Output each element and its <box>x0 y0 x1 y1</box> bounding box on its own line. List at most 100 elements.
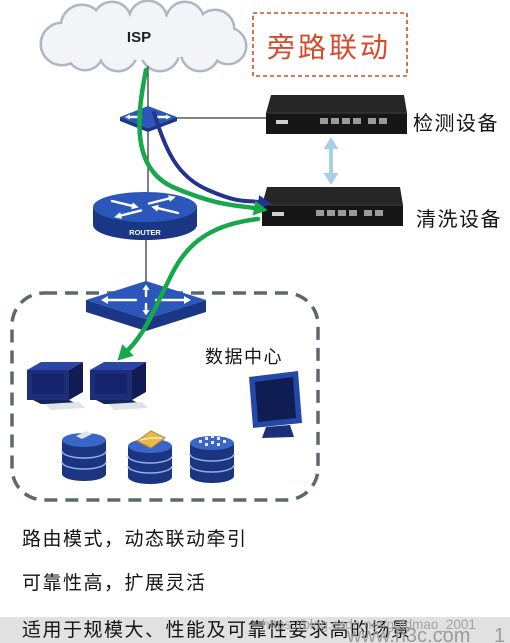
reinjected-traffic-path <box>125 216 261 353</box>
device-port <box>342 118 350 124</box>
router-icon: ROUTER <box>93 192 197 240</box>
device-port <box>331 118 339 124</box>
feature-item: 适用于规模大、性能及可靠性要求高的场景 <box>22 619 412 641</box>
cleaning-device-top <box>262 187 403 205</box>
router-arrowhead <box>131 202 139 210</box>
database-icon <box>189 435 235 483</box>
router-arrow-out-left <box>119 209 143 217</box>
device-port <box>320 118 328 124</box>
cloud-core <box>76 16 216 60</box>
splitter-arrowhead-right <box>166 114 171 120</box>
splitter-arrowhead-left <box>125 114 130 120</box>
device-port <box>327 210 335 216</box>
footer-band <box>0 617 510 643</box>
reinjected-traffic-arrow <box>117 216 261 361</box>
inbound-traffic-arrow <box>137 67 268 216</box>
device-port <box>379 118 387 124</box>
database-bottom <box>62 467 106 481</box>
splitter-side-right <box>148 117 177 132</box>
workstation-top <box>90 362 146 370</box>
switch-arrowhead <box>142 310 150 316</box>
page-number: 1 <box>494 625 505 643</box>
switch-arrowhead <box>184 296 191 304</box>
cleaning-device-logo <box>272 212 284 216</box>
splitter-top <box>120 106 177 128</box>
detection-device-label: 检测设备 <box>413 111 499 135</box>
switch-arrowhead <box>142 284 150 290</box>
workstation-screen <box>95 374 127 394</box>
node-dot <box>205 443 208 446</box>
switch-side-right <box>146 300 206 331</box>
database-icon <box>127 430 173 484</box>
workstation-screen <box>32 374 64 394</box>
database-band <box>189 464 235 473</box>
site-watermark: www.h3c.com <box>346 625 470 643</box>
node-dot <box>223 440 226 443</box>
isp-cloud: ISP <box>39 0 248 73</box>
detection-device <box>266 95 407 134</box>
node-dot <box>205 437 208 440</box>
inbound-traffic-arrowhead <box>252 200 268 216</box>
database-node-dots <box>199 435 226 446</box>
device-port <box>375 210 383 216</box>
device-port <box>368 118 376 124</box>
router-arrowhead <box>168 195 176 202</box>
database-tab <box>76 431 92 439</box>
device-port <box>353 118 361 124</box>
detection-device-ports <box>320 118 387 124</box>
splitter-switch-icon <box>120 106 177 132</box>
cloud-fill <box>42 2 245 70</box>
workstation-icon <box>27 362 85 410</box>
database-top <box>62 433 106 447</box>
workstation-icon <box>90 362 148 410</box>
workstation-side <box>132 362 146 400</box>
sync-arrowhead-down <box>323 173 339 185</box>
database-bottom <box>190 469 234 483</box>
cleaning-device-ports <box>316 210 383 216</box>
mail-envelope-icon <box>136 430 166 449</box>
detection-device-logo <box>276 120 288 124</box>
device-port <box>349 210 357 216</box>
database-band <box>127 465 173 474</box>
database-band <box>61 461 107 470</box>
diversion-arrow-path <box>152 111 260 204</box>
feature-item: 路由模式，动态联动牵引 <box>22 528 248 550</box>
database-band <box>127 455 173 464</box>
core-switch-icon <box>86 281 206 331</box>
workstation-side <box>69 362 83 400</box>
cleaning-device <box>262 187 403 226</box>
device-port <box>316 210 324 216</box>
sync-double-arrow <box>323 137 339 185</box>
switch-top <box>86 281 206 319</box>
detection-device-top <box>266 95 407 113</box>
reinjected-traffic-arrowhead <box>117 344 134 361</box>
monitor-stand <box>262 425 294 438</box>
device-port <box>338 210 346 216</box>
blog-url-watermark: https://blog.csdn.net/goldmao_2001 <box>262 617 476 632</box>
isp-label: ISP <box>127 29 151 46</box>
workstation-keyboard <box>45 402 85 410</box>
datacenter-label: 数据中心 <box>205 347 283 368</box>
sync-arrowhead-up <box>323 137 339 149</box>
datacenter-frame <box>10 291 320 502</box>
node-dot <box>217 437 220 440</box>
router-arrowhead <box>151 204 159 212</box>
mail-envelope-flap <box>139 437 162 441</box>
mode-title: 旁路联动 <box>267 31 391 64</box>
switch-arrowhead <box>101 296 108 304</box>
feature-item: 可靠性高，扩展灵活 <box>22 572 207 594</box>
feature-list: 路由模式，动态联动牵引 可靠性高，扩展灵活 适用于规模大、性能及可靠性要求高的场… <box>0 528 510 643</box>
watermark: https://blog.csdn.net/goldmao_2001 www.h… <box>262 617 505 643</box>
node-dot <box>217 443 220 446</box>
monitor-icon <box>249 371 302 438</box>
workstation-top <box>27 362 83 370</box>
workstation-keyboard <box>108 402 148 410</box>
router-label: ROUTER <box>129 228 161 237</box>
database-icon <box>61 431 107 481</box>
network-links <box>145 66 266 283</box>
database-band <box>189 453 235 462</box>
device-port <box>364 210 372 216</box>
mode-title-box: 旁路联动 <box>252 12 408 77</box>
monitor-screen <box>255 377 296 422</box>
